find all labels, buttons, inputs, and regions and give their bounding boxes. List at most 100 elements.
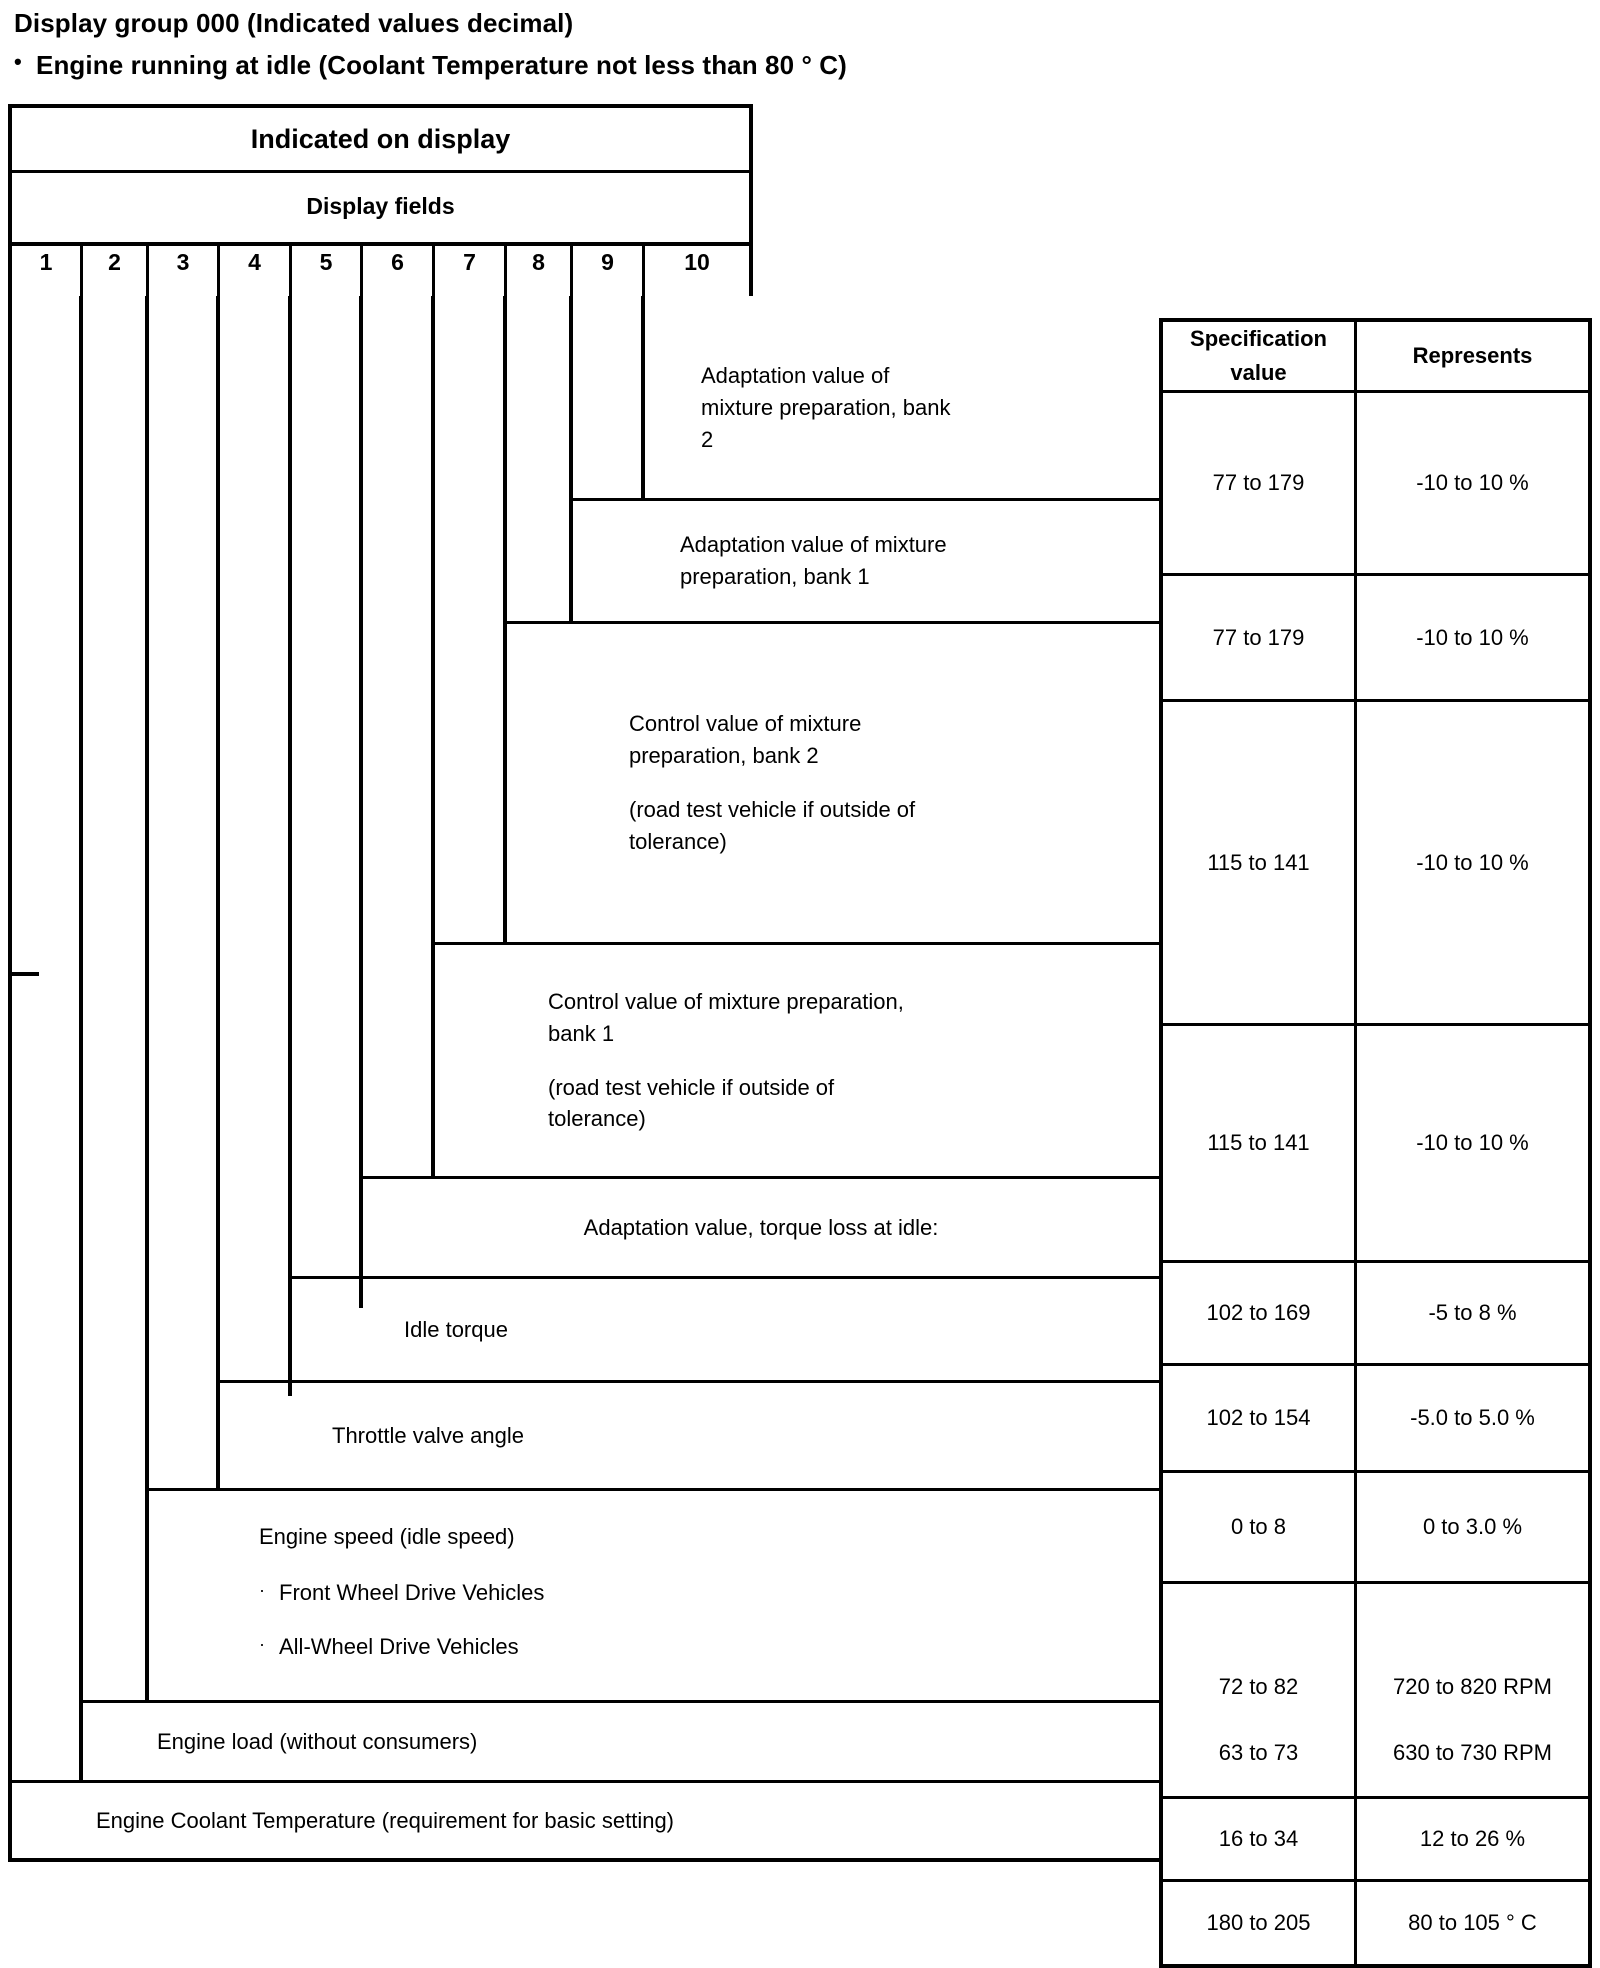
display-fields-title: Display fields (306, 192, 455, 219)
row-label-line-1: Throttle valve angle (332, 1422, 524, 1448)
condition-text: Engine running at idle (Coolant Temperat… (36, 50, 847, 80)
cell-represents: 0 to 3.0 % (1422, 1514, 1523, 1540)
cell-spec-value: 102 to 169 (1163, 1263, 1357, 1363)
cell-represents-group: 720 to 820 RPM 630 to 730 RPM (1357, 1584, 1588, 1796)
row-label-control-bank1: Control value of mixture preparation, ba… (431, 942, 1163, 1176)
field-number-10: 10 (684, 249, 710, 275)
table-header-row: Specification value Represents (1163, 322, 1588, 393)
row-label-line-1: Adaptation value of mixture (680, 532, 947, 558)
row-label-line-1: Engine Coolant Temperature (requirement … (96, 1807, 675, 1833)
display-field-number-row: 1 2 3 4 5 6 7 8 9 10 (8, 246, 753, 296)
cell-spec-value: 180 to 205 (1163, 1882, 1357, 1964)
rail-field-2 (79, 296, 83, 1780)
table-row: 180 to 205 80 to 105 ° C (1163, 1882, 1588, 1964)
rail-field-4 (216, 296, 220, 1488)
row-label-line-2: preparation, bank 1 (680, 564, 870, 589)
row-label-line-2: bank 1 (548, 1020, 615, 1046)
cell-spec-value: 115 to 141 (1163, 702, 1357, 1023)
rail-field-5 (288, 296, 292, 1396)
row-label-line-1: Control value of mixture (629, 711, 862, 737)
field-number-3: 3 (149, 246, 220, 296)
field-number-1: 1 (12, 246, 83, 296)
spec-represents-table: Specification value Represents 77 to 179… (1159, 318, 1592, 1968)
cell-spec-value-group: 72 to 82 63 to 73 (1163, 1584, 1357, 1796)
row-label-control-bank2: Control value of mixture preparation, ba… (503, 621, 1163, 942)
row-label-line-1: Idle torque (404, 1316, 508, 1342)
row-label-line-4: tolerance) (629, 828, 727, 854)
rail-field-9 (569, 296, 573, 560)
row-label-line-3: (road test vehicle if outside of (629, 797, 916, 822)
table-row: 102 to 154 -5.0 to 5.0 % (1163, 1366, 1588, 1473)
sub-item-label: Front Wheel Drive Vehicles (279, 1579, 545, 1605)
rail-field-6 (359, 296, 363, 1308)
row-label-line-2: mixture preparation, bank (701, 395, 951, 421)
cell-represents: 80 to 105 ° C (1408, 1910, 1537, 1936)
cell-spec-value-awd: 63 to 73 (1218, 1739, 1299, 1765)
cell-represents-awd: 630 to 730 RPM (1393, 1739, 1552, 1765)
row-label-line-3: (road test vehicle if outside of (548, 1074, 835, 1100)
row-label-idle-torque: Idle torque (288, 1276, 1163, 1380)
cell-represents: 12 to 26 % (1419, 1826, 1526, 1852)
row-label-engine-load: Engine load (without consumers) (79, 1700, 1163, 1780)
row-label-line-2: preparation, bank 2 (629, 743, 819, 769)
row-label-line-3: 2 (701, 426, 714, 452)
row-label-throttle-valve-angle: Throttle valve angle (216, 1380, 1163, 1488)
row-label-line-1: Engine speed (idle speed) (259, 1524, 515, 1549)
cell-spec-value: 102 to 154 (1163, 1366, 1357, 1470)
cell-represents: -10 to 10 % (1416, 1130, 1529, 1156)
header-spec-line-2: value (1230, 360, 1287, 386)
rail-field-1 (8, 296, 12, 1862)
cell-represents-fwd: 720 to 820 RPM (1393, 1674, 1552, 1699)
row-label-line-1: Adaptation value, torque loss at idle: (583, 1214, 939, 1240)
header-spec-line-1: Specification (1190, 326, 1327, 352)
row-label-coolant-temperature: Engine Coolant Temperature (requirement … (8, 1780, 1163, 1862)
cell-spec-value: 115 to 141 (1163, 1026, 1357, 1260)
row-label-adaptation-torque-loss: Adaptation value, torque loss at idle: (359, 1176, 1163, 1276)
table-row: 77 to 179 -10 to 10 % (1163, 393, 1588, 576)
rail-field-8 (503, 296, 507, 942)
cell-spec-value: 16 to 34 (1163, 1799, 1357, 1879)
field-number-8: 8 (507, 246, 573, 296)
bullet-icon: • (14, 49, 22, 74)
cell-represents: -5.0 to 5.0 % (1410, 1405, 1535, 1431)
cell-spec-value-fwd: 72 to 82 (1218, 1674, 1299, 1699)
header-represents: Represents (1412, 343, 1533, 369)
cell-spec-value: 77 to 179 (1163, 393, 1357, 573)
page-title: Display group 000 (Indicated values deci… (14, 8, 574, 38)
row-label-line-1: Control value of mixture preparation, (548, 988, 904, 1014)
field-1-dash-marker (11, 972, 39, 976)
header-specification-value: Specification value (1163, 322, 1357, 390)
table-row: 16 to 34 12 to 26 % (1163, 1799, 1588, 1882)
rail-field-3 (145, 296, 149, 1700)
sub-bullet-icon: · (259, 1633, 265, 1654)
table-row: 115 to 141 -10 to 10 % (1163, 702, 1588, 1026)
row-sub-item-awd: · All-Wheel Drive Vehicles (259, 1631, 1141, 1663)
field-number-2: 2 (83, 246, 149, 296)
table-row-engine-speed: 72 to 82 63 to 73 720 to 820 RPM 630 to … (1163, 1584, 1588, 1799)
display-header-block: Indicated on display Display fields (8, 104, 753, 246)
cell-represents: -10 to 10 % (1416, 849, 1529, 875)
row-label-adaptation-bank2: Adaptation value of mixture preparation,… (641, 318, 1163, 498)
row-label-line-1: Engine load (without consumers) (157, 1728, 478, 1754)
row-label-line-4: tolerance) (548, 1106, 646, 1132)
field-number-5: 5 (292, 246, 363, 296)
table-row: 115 to 141 -10 to 10 % (1163, 1026, 1588, 1263)
row-label-adaptation-bank1: Adaptation value of mixture preparation,… (569, 498, 1163, 621)
row-label-line-1: Adaptation value of (701, 363, 890, 389)
table-row: 102 to 169 -5 to 8 % (1163, 1263, 1588, 1366)
field-number-7: 7 (435, 246, 507, 296)
table-row: 0 to 8 0 to 3.0 % (1163, 1473, 1588, 1584)
sub-bullet-icon: · (259, 1579, 265, 1600)
row-sub-item-fwd: · Front Wheel Drive Vehicles (259, 1577, 1141, 1609)
condition-line: • Engine running at idle (Coolant Temper… (14, 49, 847, 81)
row-label-engine-speed: Engine speed (idle speed) · Front Wheel … (145, 1488, 1163, 1700)
cell-represents: -10 to 10 % (1416, 470, 1529, 496)
indicated-on-display-title: Indicated on display (12, 108, 749, 173)
field-number-6: 6 (363, 246, 435, 296)
rail-field-7 (431, 296, 435, 1176)
cell-represents: -5 to 8 % (1428, 1300, 1517, 1326)
cell-spec-value: 0 to 8 (1163, 1473, 1357, 1581)
table-row: 77 to 179 -10 to 10 % (1163, 576, 1588, 702)
field-number-9: 9 (573, 246, 645, 296)
